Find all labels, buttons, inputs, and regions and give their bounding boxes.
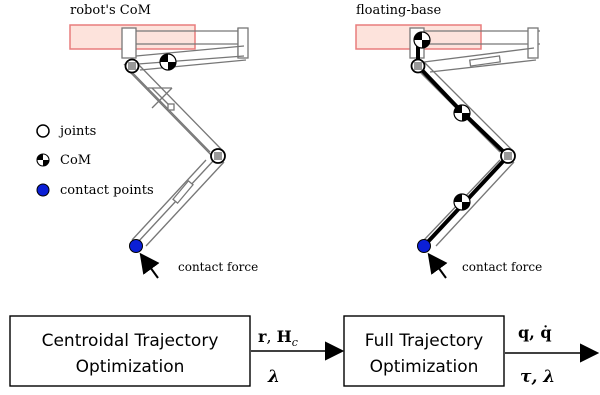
full-optimization-box: [343, 315, 505, 387]
legend-joint-icon: [36, 124, 50, 138]
legend-com-label: CoM: [60, 153, 91, 168]
right-contact-force-label: contact force: [462, 260, 542, 274]
legend-contact-point-icon: [36, 183, 50, 197]
box1-line2: Optimization: [76, 357, 185, 377]
right-contact-force-arrow: [427, 252, 448, 279]
right-contact-point: [417, 239, 431, 253]
legend: joints CoM contact points: [36, 124, 154, 198]
left-thigh: [123, 61, 223, 161]
centroidal-optimization-box: [9, 315, 251, 387]
right-robot-figure: floating-base: [355, 3, 542, 279]
right-base-com-marker: [413, 31, 431, 49]
left-com-marker: [159, 53, 177, 71]
right-shank-com-marker: [453, 193, 471, 211]
box2-line1: Full Trajectory: [365, 331, 483, 351]
left-contact-force-arrow: [139, 252, 160, 279]
legend-joints-label: joints: [58, 124, 96, 139]
box1-line1: Centroidal Trajectory: [42, 331, 219, 351]
arrow1-bottom-label: λ: [267, 367, 280, 387]
arrow1-top-label: r, Hc: [258, 327, 298, 349]
arrow2-bottom-label: τ, λ: [520, 367, 555, 387]
left-contact-force-label: contact force: [178, 260, 258, 274]
right-figure-title: floating-base: [356, 3, 441, 18]
left-robot-figure: robot's CoM: [36, 3, 258, 279]
left-body-frame: [121, 27, 249, 71]
box2-line2: Optimization: [370, 357, 479, 377]
pipeline: Centroidal Trajectory Optimization r, Hc…: [9, 315, 600, 387]
right-thigh-com-marker: [453, 104, 471, 122]
left-contact-point: [129, 239, 143, 253]
arrow2-top-label: q, q̇: [518, 323, 552, 342]
left-figure-title: robot's CoM: [70, 3, 151, 18]
legend-com-icon: [36, 153, 50, 167]
right-leg-outline: [411, 61, 515, 247]
legend-contact-points-label: contact points: [60, 183, 154, 198]
left-shank: [131, 159, 225, 247]
